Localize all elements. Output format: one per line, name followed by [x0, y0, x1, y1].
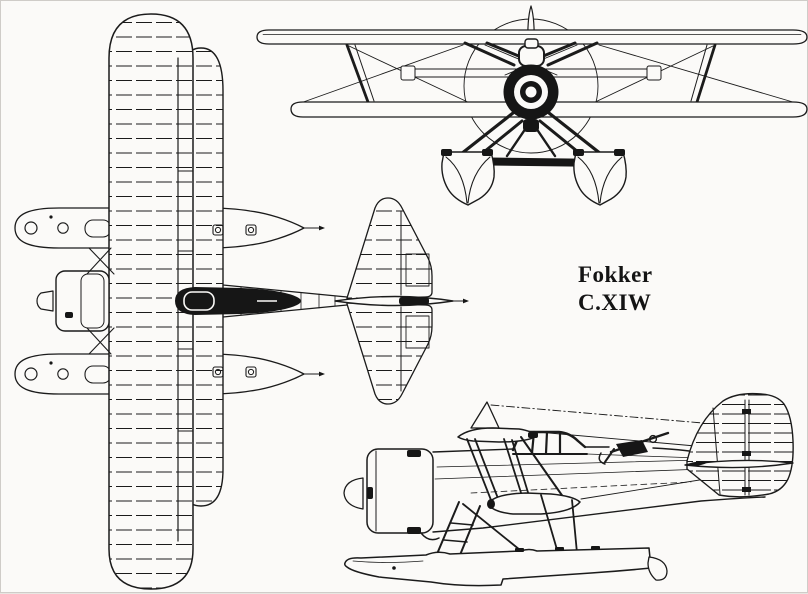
- side-fuselage: [432, 446, 766, 533]
- side-water-rudder: [647, 556, 668, 581]
- side-rear-gun: [598, 431, 670, 465]
- front-engine-cowling: [503, 38, 559, 132]
- front-float-starboard: [572, 148, 627, 206]
- plan-upper-wing: [108, 13, 194, 590]
- side-interplane-struts: [466, 436, 567, 502]
- front-float-port: [441, 149, 495, 206]
- side-view: [343, 392, 794, 587]
- plan-propeller-spinner: [36, 290, 54, 312]
- plan-strut-fittings: [212, 224, 257, 378]
- side-tailplane: [684, 459, 794, 469]
- front-interplane-struts: [345, 43, 717, 104]
- side-float: [344, 546, 668, 587]
- side-cabane-pylon: [470, 401, 500, 429]
- plan-float-struts: [86, 247, 115, 355]
- plan-view: [14, 13, 469, 590]
- front-view: [256, 5, 808, 206]
- side-fin-rudder: [686, 392, 794, 498]
- front-carb-intake: [518, 45, 545, 67]
- front-upper-wing: [256, 29, 808, 45]
- plan-tailplane: [334, 197, 469, 405]
- title-line-2: C.XIW: [578, 290, 651, 315]
- plan-engine-cowling: [36, 270, 110, 332]
- side-float-struts: [436, 494, 578, 556]
- side-propeller-spinner: [343, 477, 364, 510]
- side-lower-wing: [487, 492, 581, 515]
- front-cabane-struts: [463, 41, 599, 67]
- title-block: Fokker C.XIW: [578, 262, 653, 315]
- side-engine-cowling: [343, 448, 440, 541]
- title-line-1: Fokker: [578, 262, 653, 287]
- side-exhaust: [420, 532, 440, 541]
- plan-canopy: [175, 287, 301, 315]
